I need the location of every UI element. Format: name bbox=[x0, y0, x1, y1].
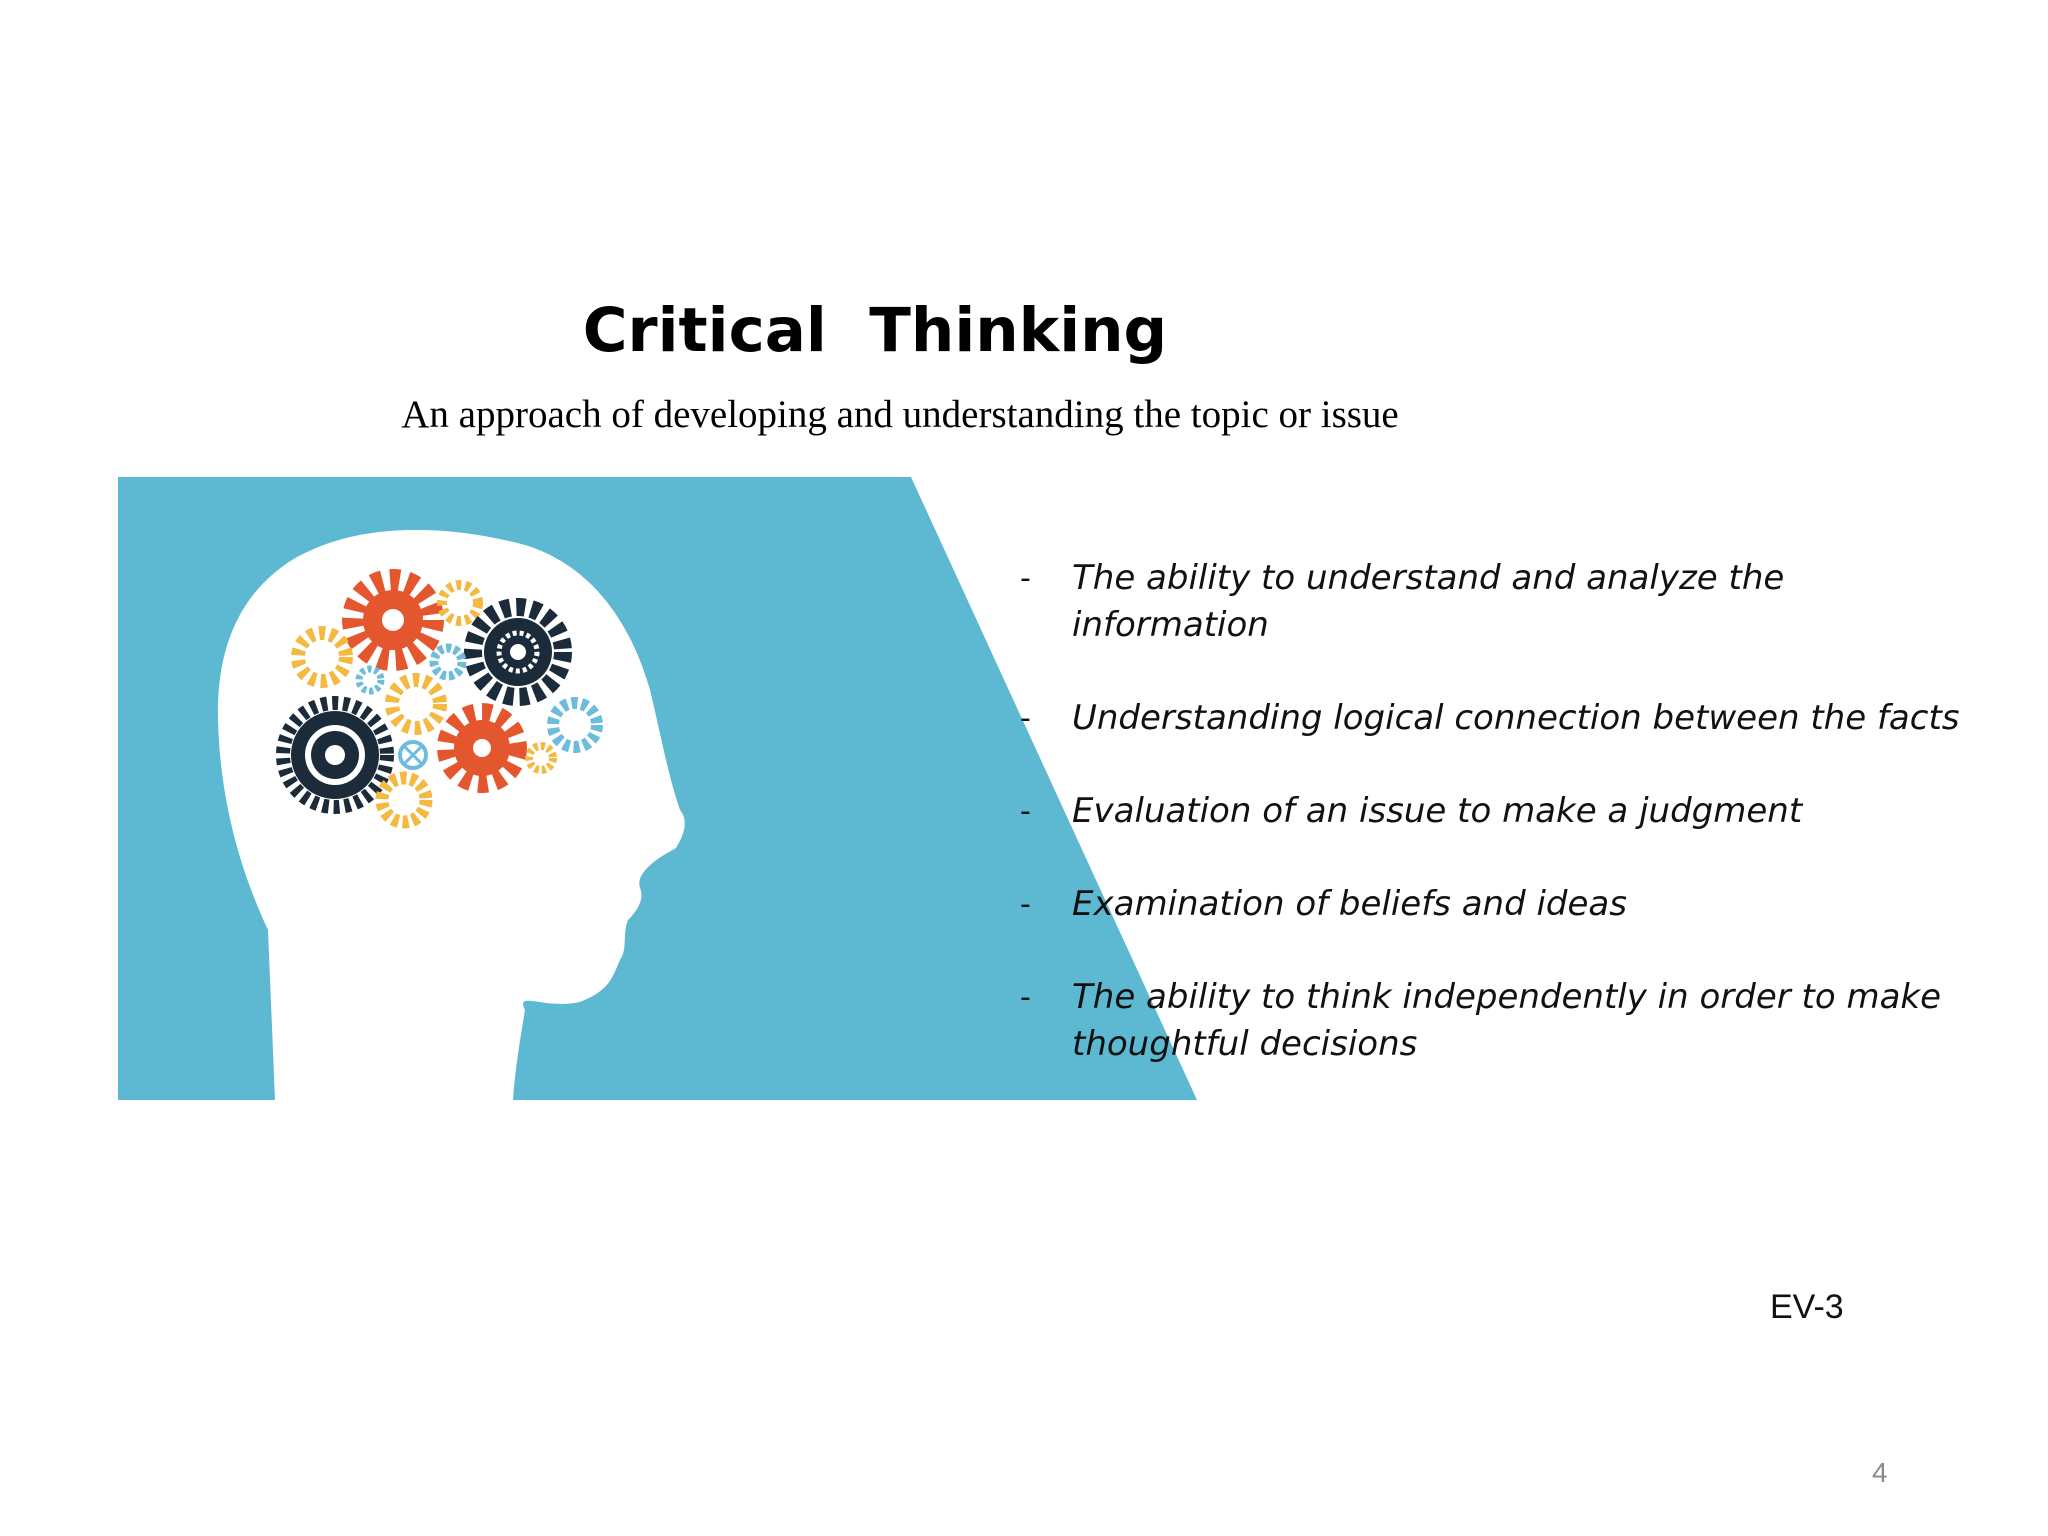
bullet-item: - Evaluation of an issue to make a judgm… bbox=[1020, 788, 1980, 835]
gear-icon bbox=[464, 598, 572, 706]
gear-icon bbox=[375, 771, 433, 829]
gear-icon bbox=[437, 703, 527, 793]
gears-cluster bbox=[276, 569, 603, 829]
gear-icon bbox=[342, 569, 444, 671]
slide-title: Critical Thinking bbox=[582, 295, 1168, 366]
gear-icon bbox=[437, 580, 483, 626]
gear-icon bbox=[355, 665, 385, 695]
gear-icon bbox=[276, 696, 394, 814]
bullet-item: - The ability to think independently in … bbox=[1020, 974, 1980, 1068]
bullet-dash: - bbox=[1020, 794, 1031, 829]
gear-icon bbox=[429, 643, 467, 681]
gear-icon bbox=[547, 697, 603, 753]
bullet-item: - Understanding logical connection betwe… bbox=[1020, 695, 1980, 742]
bullet-text: Examination of beliefs and ideas bbox=[1072, 884, 1627, 924]
bullet-dash: - bbox=[1020, 887, 1031, 922]
bullet-dash: - bbox=[1020, 561, 1031, 596]
slide-code-label: EV-3 bbox=[1770, 1288, 1844, 1326]
slide-subtitle: An approach of developing and understand… bbox=[401, 393, 1399, 436]
bullet-list: - The ability to understand and analyze … bbox=[1020, 555, 1980, 1114]
bullet-text: The ability to think independently in or… bbox=[1072, 977, 1942, 1064]
bullet-dash: - bbox=[1020, 980, 1031, 1015]
gear-icon bbox=[525, 742, 557, 774]
head-silhouette bbox=[217, 529, 685, 1100]
bullet-text: Understanding logical connection between… bbox=[1072, 698, 1960, 738]
bullet-item: - Examination of beliefs and ideas bbox=[1020, 881, 1980, 928]
gear-icon bbox=[398, 740, 428, 770]
bullet-item: - The ability to understand and analyze … bbox=[1020, 555, 1980, 649]
page-number: 4 bbox=[1872, 1457, 1888, 1488]
bullet-dash: - bbox=[1020, 701, 1031, 736]
bullet-text: Evaluation of an issue to make a judgmen… bbox=[1072, 791, 1803, 831]
gear-icon bbox=[385, 673, 447, 735]
bullet-text: The ability to understand and analyze th… bbox=[1072, 558, 1785, 645]
gear-icon bbox=[291, 626, 353, 688]
